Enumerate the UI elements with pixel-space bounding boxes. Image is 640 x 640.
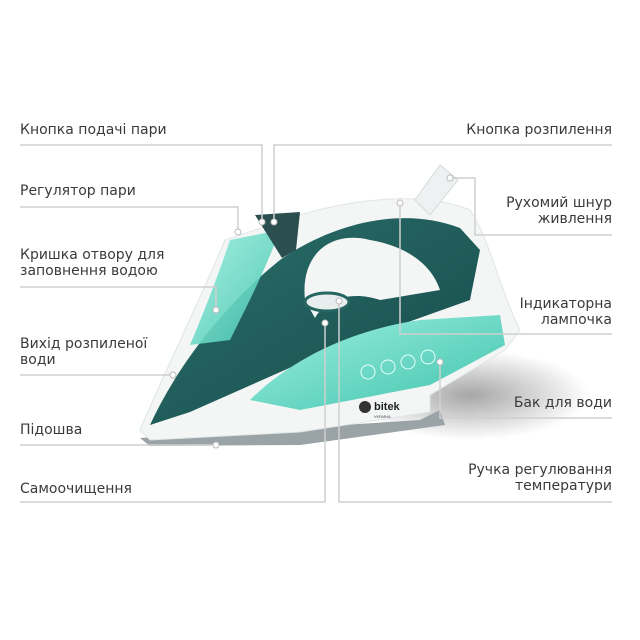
top-buttons — [255, 212, 300, 258]
label-line: Рухомий шнур — [506, 195, 612, 211]
label-temp-knob: Ручка регулювання температури — [468, 462, 612, 494]
label-line: Кришка отвору для — [20, 247, 165, 263]
label-water-tank: Бак для води — [513, 395, 612, 411]
label-spray-button: Кнопка розпилення — [466, 122, 612, 138]
label-line: Індикаторна — [519, 296, 612, 312]
label-steam-button: Кнопка подачі пари — [20, 122, 167, 138]
label-line: води — [20, 352, 56, 368]
label-spray-outlet: Вихід розпиленої води — [20, 336, 147, 368]
brand-sub: УКРАЇНА — [374, 414, 391, 419]
soleplate-shape — [140, 410, 445, 446]
water-fill-cover-shape — [190, 230, 280, 345]
water-tank-shape — [250, 315, 505, 410]
label-swivel-cord: Рухомий шнур живлення — [506, 195, 612, 227]
temperature-knob — [303, 291, 351, 313]
label-indicator-lamp: Індикаторна лампочка — [520, 296, 612, 328]
label-line: температури — [515, 478, 612, 494]
brand-logo-icon — [359, 401, 371, 413]
control-icons — [360, 349, 436, 380]
label-fill-cover: Кришка отвору для заповнення водою — [20, 247, 164, 279]
label-soleplate: Підошва — [20, 422, 83, 438]
label-line: Ручка регулювання — [468, 462, 612, 478]
leader-dots — [169, 174, 454, 449]
label-steam-regulator: Регулятор пари — [20, 183, 136, 199]
label-self-clean: Самоочищення — [20, 481, 132, 497]
leader-lines — [20, 144, 612, 503]
brand-logo: bitek — [374, 401, 401, 413]
label-line: лампочка — [540, 312, 612, 328]
label-line: Вихід розпиленої — [20, 336, 148, 352]
label-line: заповнення водою — [20, 263, 158, 279]
label-line: живлення — [537, 211, 612, 227]
